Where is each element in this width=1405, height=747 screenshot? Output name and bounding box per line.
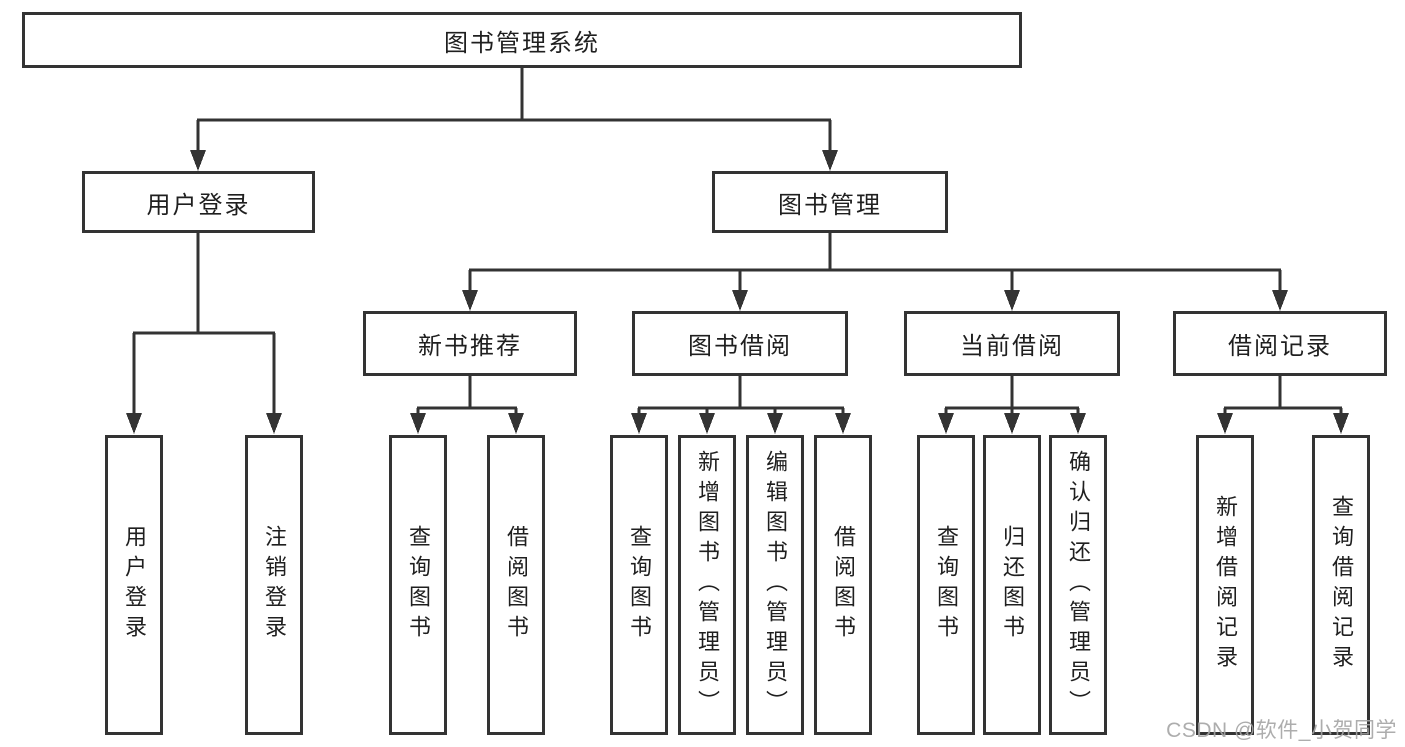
node-label: 新书推荐 bbox=[418, 333, 522, 360]
leaf-label: 查询图书 bbox=[934, 525, 959, 645]
leaf-query-books-current: 查询图书 bbox=[917, 435, 975, 735]
node-book-borrow: 图书借阅 bbox=[632, 311, 848, 376]
node-label: 用户登录 bbox=[146, 191, 251, 219]
node-label: 图书管理系统 bbox=[444, 29, 600, 57]
leaf-return-books: 归还图书 bbox=[983, 435, 1041, 735]
leaf-add-books-admin: 新增图书（管理员） bbox=[678, 435, 736, 735]
leaf-label: 新增图书（管理员） bbox=[695, 450, 720, 720]
node-label: 图书借阅 bbox=[688, 333, 792, 360]
leaf-borrow-books-recommend: 借阅图书 bbox=[487, 435, 545, 735]
leaf-logout: 注销登录 bbox=[245, 435, 303, 735]
leaf-query-borrow-record: 查询借阅记录 bbox=[1312, 435, 1370, 735]
leaf-user-login: 用户登录 bbox=[105, 435, 163, 735]
node-label: 图书管理 bbox=[778, 191, 882, 219]
leaf-add-borrow-record: 新增借阅记录 bbox=[1196, 435, 1254, 735]
leaf-query-books-recommend: 查询图书 bbox=[389, 435, 447, 735]
leaf-borrow-books: 借阅图书 bbox=[814, 435, 872, 735]
leaf-label: 新增借阅记录 bbox=[1213, 495, 1238, 675]
leaf-label: 用户登录 bbox=[122, 525, 147, 645]
leaf-label: 借阅图书 bbox=[504, 525, 529, 645]
node-user-login: 用户登录 bbox=[82, 171, 315, 233]
leaf-confirm-return-admin: 确认归还（管理员） bbox=[1049, 435, 1107, 735]
node-current-borrow: 当前借阅 bbox=[904, 311, 1120, 376]
node-borrow-records: 借阅记录 bbox=[1173, 311, 1387, 376]
leaf-label: 归还图书 bbox=[1000, 525, 1025, 645]
leaf-label: 确认归还（管理员） bbox=[1066, 450, 1091, 720]
node-label: 当前借阅 bbox=[960, 333, 1064, 360]
leaf-query-books-borrow: 查询图书 bbox=[610, 435, 668, 735]
leaf-label: 查询图书 bbox=[406, 525, 431, 645]
leaf-label: 查询图书 bbox=[627, 525, 652, 645]
leaf-label: 编辑图书（管理员） bbox=[763, 450, 788, 720]
node-library-system: 图书管理系统 bbox=[22, 12, 1022, 68]
node-label: 借阅记录 bbox=[1228, 333, 1332, 360]
node-book-management: 图书管理 bbox=[712, 171, 948, 233]
leaf-label: 注销登录 bbox=[262, 525, 287, 645]
node-new-book-recommend: 新书推荐 bbox=[363, 311, 577, 376]
leaf-edit-books-admin: 编辑图书（管理员） bbox=[746, 435, 804, 735]
leaf-label: 查询借阅记录 bbox=[1329, 495, 1354, 675]
csdn-watermark: CSDN @软件_小贺同学 bbox=[1166, 719, 1397, 742]
leaf-label: 借阅图书 bbox=[831, 525, 856, 645]
